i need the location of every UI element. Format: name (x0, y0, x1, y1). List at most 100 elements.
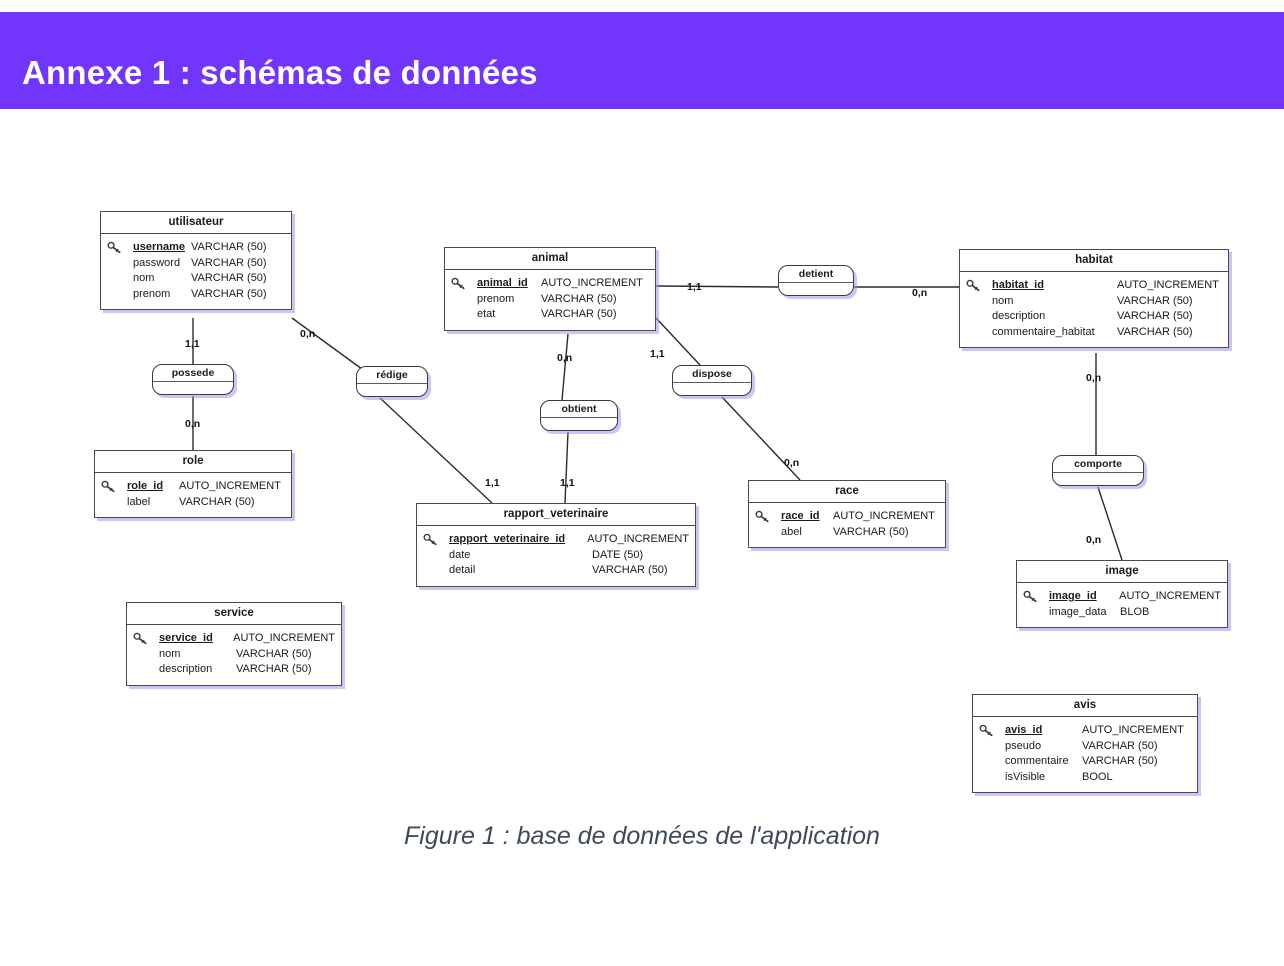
relationship-possede[interactable]: possede (152, 364, 234, 395)
relationship-body (541, 418, 617, 430)
entity-title-avis: avis (973, 695, 1197, 717)
entity-title-rapport_veterinaire: rapport_veterinaire (417, 504, 695, 526)
key-icon (107, 241, 122, 254)
attribute-type: AUTO_INCREMENT (541, 277, 643, 289)
attribute-type: AUTO_INCREMENT (179, 480, 281, 492)
attribute-row: prenom VARCHAR (50) (107, 287, 285, 303)
key-icon (451, 277, 466, 290)
entity-rapport_veterinaire[interactable]: rapport_veterinaire rapport_veterinaire_i… (416, 503, 696, 587)
attribute-type: AUTO_INCREMENT (587, 533, 689, 545)
relationship-body (779, 283, 853, 295)
link-animal-dispose (655, 317, 701, 366)
attribute-row: image_id AUTO_INCREMENT (1023, 589, 1221, 605)
figure-caption: Figure 1 : base de données de l'applicat… (404, 822, 880, 850)
link-utilisateur-redige (291, 317, 367, 373)
attribute-type: VARCHAR (50) (1117, 294, 1193, 307)
entity-title-service: service (127, 603, 341, 625)
cardinality-comporte-habitat: 0,n (1086, 372, 1102, 384)
attribute-type: AUTO_INCREMENT (1082, 724, 1184, 736)
attribute-type: AUTO_INCREMENT (833, 510, 935, 522)
relationship-detient[interactable]: detient (778, 265, 854, 296)
attribute-name: commentaire_habitat (992, 325, 1095, 338)
entity-title-image: image (1017, 561, 1227, 583)
attribute-name: password (133, 256, 181, 269)
attribute-row: animal_id AUTO_INCREMENT (451, 276, 649, 292)
attribute-type: AUTO_INCREMENT (1119, 590, 1221, 602)
attribute-name: isVisible (1005, 770, 1046, 783)
attribute-type: BLOB (1120, 605, 1150, 618)
attribute-name: role_id (127, 480, 164, 492)
attribute-row: rapport_veterinaire_id AUTO_INCREMENT (423, 532, 689, 548)
key-icon (133, 632, 148, 645)
attribute-row: prenom VARCHAR (50) (451, 292, 649, 308)
attribute-name: description (992, 310, 1046, 322)
key-icon (101, 480, 116, 493)
attribute-type: VARCHAR (50) (1117, 310, 1193, 322)
link-dispose-race (721, 396, 801, 481)
link-comporte-image (1097, 486, 1123, 561)
attribute-type: VARCHAR (50) (541, 292, 617, 305)
cardinality-redige-utilisateur: 0,n (300, 328, 316, 340)
attribute-name: animal_id (477, 277, 528, 289)
attribute-type: VARCHAR (50) (1082, 739, 1158, 752)
entity-title-utilisateur: utilisateur (101, 212, 291, 234)
attribute-name: nom (992, 294, 1014, 307)
title-banner: Annexe 1 : schémas de données (0, 12, 1284, 109)
key-icon (979, 724, 994, 737)
cardinality-obtient-rapport: 1,1 (560, 477, 575, 489)
key-icon (423, 533, 438, 546)
relationship-dispose[interactable]: dispose (672, 365, 752, 396)
relationship-obtient[interactable]: obtient (540, 400, 618, 431)
attribute-name: image_id (1049, 590, 1097, 602)
attribute-name: avis_id (1005, 724, 1043, 736)
attribute-row: detail VARCHAR (50) (423, 563, 689, 579)
attribute-row: description VARCHAR (50) (966, 309, 1222, 325)
cardinality-redige-rapport: 1,1 (485, 477, 500, 489)
attribute-type: VARCHAR (50) (191, 256, 267, 269)
entity-title-habitat: habitat (960, 250, 1228, 272)
relationship-comporte[interactable]: comporte (1052, 455, 1144, 486)
attribute-name: rapport_veterinaire_id (449, 533, 566, 545)
entity-attributes-image: image_id AUTO_INCREMENT image_data BLOB (1017, 583, 1227, 627)
entity-title-animal: animal (445, 248, 655, 270)
attribute-name: nom (159, 647, 181, 660)
attribute-type: AUTO_INCREMENT (233, 632, 335, 644)
relationship-body (357, 384, 427, 396)
attribute-name: detail (449, 564, 476, 576)
attribute-name: service_id (159, 632, 213, 644)
attribute-name: abel (781, 525, 802, 538)
relationship-label-obtient: obtient (541, 401, 617, 418)
attribute-name: prenom (133, 287, 171, 300)
attribute-type: VARCHAR (50) (592, 564, 668, 576)
relationship-redige[interactable]: rédige (356, 366, 428, 397)
attribute-type: VARCHAR (50) (191, 287, 267, 300)
attribute-name: date (449, 548, 471, 561)
key-icon (1023, 590, 1038, 603)
attribute-name: image_data (1049, 605, 1107, 618)
attribute-row: nom VARCHAR (50) (966, 294, 1222, 310)
attribute-name: prenom (477, 292, 515, 305)
relationship-body (1053, 473, 1143, 485)
attribute-type: VARCHAR (50) (236, 663, 312, 675)
attribute-name: label (127, 495, 151, 508)
entity-image[interactable]: image image_id AUTO_INCREMENT image_data BLO… (1016, 560, 1228, 628)
relationship-body (673, 383, 751, 395)
